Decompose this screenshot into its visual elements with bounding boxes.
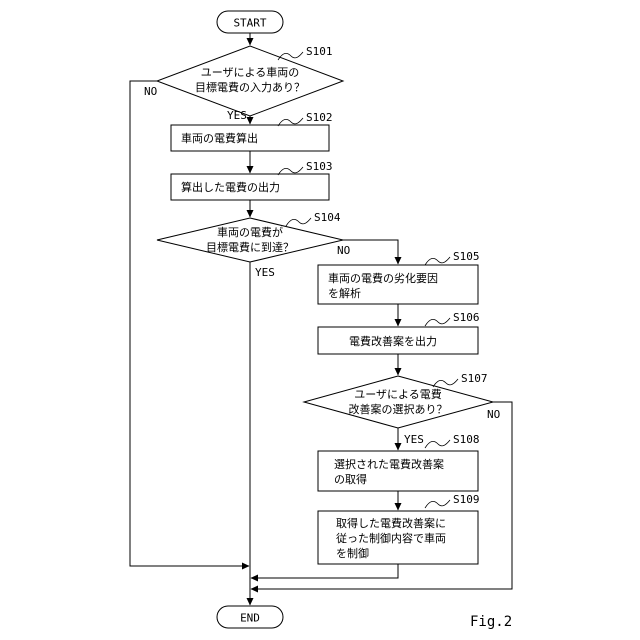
s107-line-2: 改善案の選択あり？ — [349, 402, 448, 416]
callout-squiggle-s107 — [433, 379, 458, 387]
s104-line-1: 車両の電費が — [217, 225, 283, 239]
s104-no-label: NO — [337, 244, 350, 257]
s101-line-1: ユーザによる車両の — [201, 65, 299, 79]
s103-line-1: 算出した電費の出力 — [181, 180, 280, 194]
step-id-s109: S109 — [453, 493, 480, 506]
s107-yes-label: YES — [404, 433, 424, 446]
step-id-s102: S102 — [306, 111, 333, 124]
step-s103-process: 算出した電費の出力 — [171, 174, 329, 200]
arrow-s109-to-merge — [251, 564, 398, 578]
s106-line-1: 電費改善案を出力 — [349, 334, 437, 348]
s101-no-label: NO — [144, 85, 157, 98]
step-s102-process: 車両の電費算出 — [171, 125, 329, 151]
callout-squiggle-s105 — [425, 257, 450, 265]
step-s104-decision: 車両の電費が 目標電費に到達？ — [157, 218, 343, 262]
s108-line-1: 選択された電費改善案 — [334, 457, 444, 471]
figure-label: Fig.2 — [470, 614, 512, 630]
s109-line-2: 従った制御内容で車両 — [336, 531, 446, 545]
step-id-s104: S104 — [314, 211, 341, 224]
callout-squiggle-s109 — [425, 500, 450, 508]
callout-squiggle-s108 — [425, 440, 450, 448]
step-id-s107: S107 — [461, 372, 488, 385]
step-s106-process: 電費改善案を出力 — [318, 327, 478, 354]
s107-no-label: NO — [487, 408, 500, 421]
s102-line-1: 車両の電費算出 — [181, 131, 258, 145]
callout-squiggle-s106 — [425, 318, 450, 326]
s109-line-1: 取得した電費改善案に — [336, 516, 446, 530]
callout-squiggle-s104 — [286, 218, 311, 226]
arrow-s104-no-to-s105 — [343, 240, 398, 264]
s105-line-1: 車両の電費の劣化要因 — [328, 271, 438, 285]
s104-yes-label: YES — [255, 266, 275, 279]
s101-line-2: 目標電費の入力あり？ — [195, 80, 305, 94]
step-id-s106: S106 — [453, 311, 480, 324]
end-terminator: END — [217, 606, 283, 628]
arrow-s101-no-loop — [130, 81, 249, 566]
step-id-s103: S103 — [306, 160, 333, 173]
s104-line-2: 目標電費に到達？ — [206, 240, 294, 254]
s108-line-2: の取得 — [334, 473, 367, 486]
s101-yes-label: YES — [227, 109, 247, 122]
step-s105-process: 車両の電費の劣化要因 を解析 — [318, 265, 478, 304]
end-label: END — [240, 612, 260, 625]
step-s108-process: 選択された電費改善案 の取得 — [318, 451, 478, 491]
s109-line-3: を制御 — [336, 546, 369, 560]
step-s109-process: 取得した電費改善案に 従った制御内容で車両 を制御 — [318, 511, 478, 564]
start-label: START — [233, 17, 266, 30]
s105-line-2: を解析 — [328, 286, 361, 300]
start-terminator: START — [217, 11, 283, 33]
s107-line-1: ユーザによる電費 — [354, 387, 441, 401]
step-id-s105: S105 — [453, 250, 480, 263]
step-id-s101: S101 — [306, 45, 333, 58]
step-id-s108: S108 — [453, 433, 480, 446]
